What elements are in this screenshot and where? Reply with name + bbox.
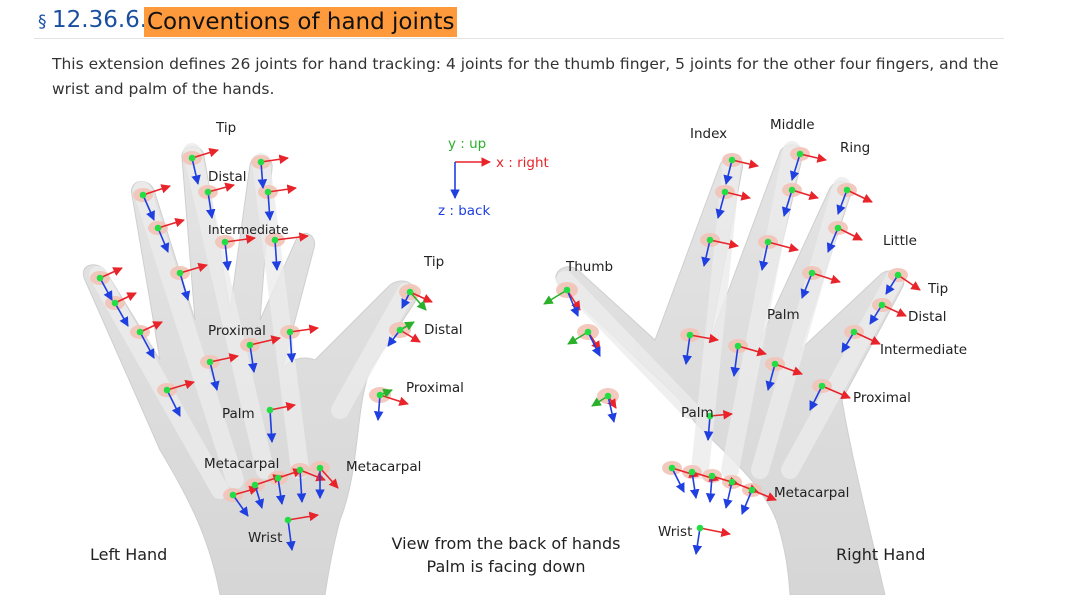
left-palm-label: Palm bbox=[222, 406, 255, 422]
left-metacarpal-label: Metacarpal bbox=[204, 456, 279, 472]
section-number: 12.36.6. bbox=[52, 7, 148, 33]
right-hand-finger-shading bbox=[556, 141, 904, 479]
section-symbol[interactable]: § bbox=[38, 12, 47, 32]
intro-paragraph: This extension defines 26 joints for han… bbox=[52, 55, 999, 98]
left-intermediate-label: Intermediate bbox=[208, 222, 289, 237]
left-thumb-proximal-label: Proximal bbox=[406, 380, 464, 396]
left-proximal-label: Proximal bbox=[208, 323, 266, 339]
right-little-label: Little bbox=[883, 233, 917, 249]
right-index-label: Index bbox=[690, 126, 727, 142]
right-tip-label: Tip bbox=[927, 281, 948, 297]
left-thumb-tip-label: Tip bbox=[423, 254, 444, 270]
left-thumb-distal-label: Distal bbox=[424, 322, 463, 338]
right-palm-label-a: Palm bbox=[767, 307, 800, 323]
left-hand-joint-dots bbox=[96, 154, 414, 524]
left-hand-x-axes bbox=[99, 147, 433, 522]
left-hand-title: Left Hand bbox=[90, 545, 167, 564]
axes-legend: y : up x : right z : back bbox=[438, 136, 549, 219]
right-ring-label: Ring bbox=[840, 140, 870, 156]
left-hand: Tip Distal Intermediate Proximal Palm Me… bbox=[82, 120, 464, 596]
right-palm-label-b: Palm bbox=[681, 405, 714, 421]
hand-joints-diagram: Tip Distal Intermediate Proximal Palm Me… bbox=[82, 117, 967, 596]
legend-z-label: z : back bbox=[438, 203, 490, 219]
figure-caption-line2: Palm is facing down bbox=[427, 557, 586, 576]
right-proximal-label: Proximal bbox=[853, 390, 911, 406]
right-intermediate-label: Intermediate bbox=[880, 342, 967, 358]
left-distal-label: Distal bbox=[208, 169, 247, 185]
right-metacarpal-label: Metacarpal bbox=[774, 485, 849, 501]
figure-caption-line1: View from the back of hands bbox=[392, 534, 621, 553]
section-heading: § 12.36.6. Conventions of hand joints bbox=[34, 6, 1004, 39]
right-middle-label: Middle bbox=[770, 117, 815, 133]
right-wrist-label: Wrist bbox=[658, 524, 692, 540]
right-hand-title: Right Hand bbox=[836, 545, 925, 564]
left-hand-z-axes bbox=[99, 157, 411, 551]
right-hand-joint-dots bbox=[563, 150, 902, 532]
section-title: Conventions of hand joints bbox=[144, 7, 458, 37]
right-hand-z-axes bbox=[566, 153, 899, 555]
left-tip-label: Tip bbox=[215, 120, 236, 136]
right-thumb-label: Thumb bbox=[565, 259, 613, 275]
left-wrist-label: Wrist bbox=[248, 530, 282, 546]
right-hand: Index Middle Ring Little Thumb Tip Dista… bbox=[543, 117, 967, 596]
hand-joints-figure: Tip Distal Intermediate Proximal Palm Me… bbox=[70, 110, 970, 596]
right-distal-label: Distal bbox=[908, 309, 947, 325]
legend-x-label: x : right bbox=[496, 155, 549, 171]
legend-y-label: y : up bbox=[448, 136, 486, 152]
left-thumb-metacarpal-label: Metacarpal bbox=[346, 459, 421, 475]
